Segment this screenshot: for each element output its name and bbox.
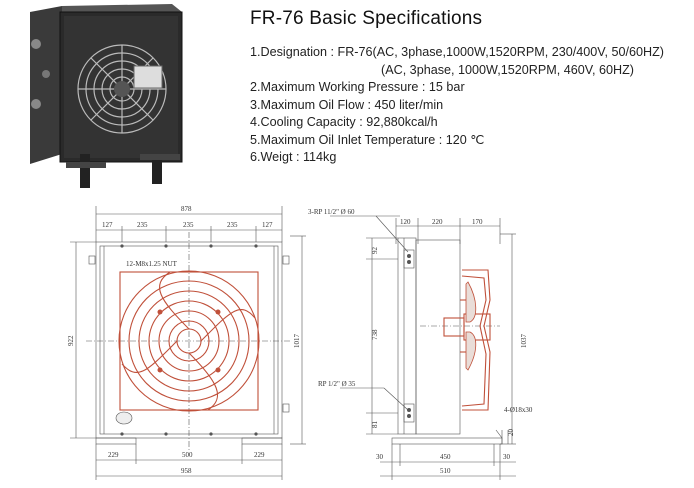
spec-pressure: 2.Maximum Working Pressure : 15 bar [250, 80, 465, 94]
spec-oil-temperature: 5.Maximum Oil Inlet Temperature : 120 ℃ [250, 132, 485, 147]
spec-designation-alt: (AC, 3phase, 1000W,1520RPM, 460V, 60HZ) [381, 62, 634, 77]
spec-cooling-capacity: 4.Cooling Capacity : 92,880kcal/h [250, 115, 438, 129]
spec-list: 1.Designation : FR-76(AC, 3phase,1000W,1… [250, 44, 664, 167]
product-photo [30, 4, 183, 188]
page-title: FR-76 Basic Specifications [250, 8, 483, 29]
spec-weight: 6.Weigt : 114kg [250, 150, 337, 164]
spec-oil-flow: 3.Maximum Oil Flow : 450 liter/min [250, 97, 444, 112]
spec-designation: 1.Designation : FR-76(AC, 3phase,1000W,1… [250, 45, 664, 59]
technical-drawing [70, 206, 516, 480]
